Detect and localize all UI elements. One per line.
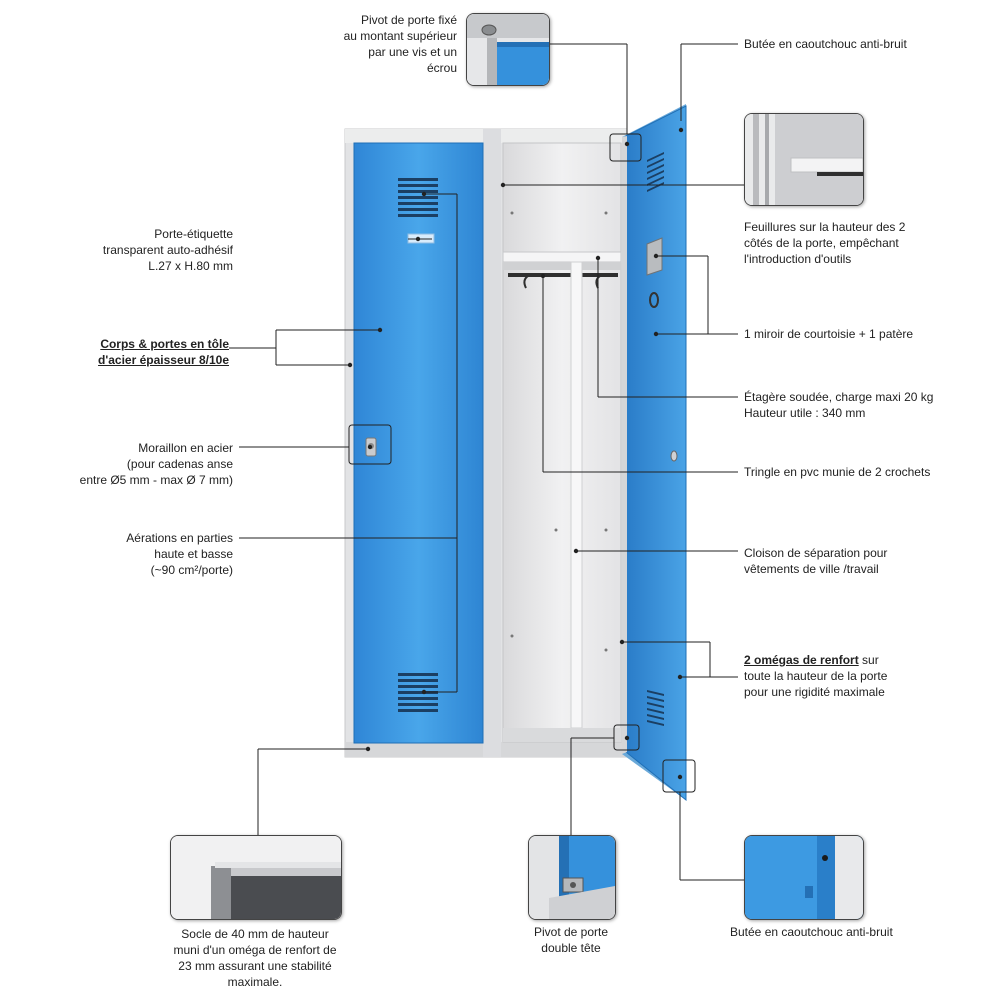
label-corps: Corps & portes en tôle d'acier épaisseur… [60,336,229,368]
feuillures-detail [745,114,863,205]
label-line: Cloison de séparation pour [744,546,888,560]
label-line: 23 mm assurant une stabilité [178,959,332,973]
bottom-vents [398,673,438,712]
label-line: (~90 cm²/porte) [150,563,233,577]
label-moraillon: Moraillon en acier (pour cadenas anse en… [40,440,233,488]
label-line: Porte-étiquette [154,227,233,241]
label-pivot-top: Pivot de porte fixé au montant supérieur… [300,12,457,76]
label-line: pour une rigidité maximale [744,685,885,699]
label-line: au montant supérieur [343,29,457,43]
label-line: transparent auto-adhésif [102,243,233,257]
label-line: Feuillures sur la hauteur des 2 [744,220,906,234]
thumb-pivot-bottom [528,835,616,920]
label-cloison: Cloison de séparation pour vêtements de … [744,545,887,577]
open-door [622,104,687,802]
label-line: maximale. [227,975,283,989]
label-line: double tête [541,941,601,955]
label-line: entre Ø5 mm - max Ø 7 mm) [79,473,233,487]
thumb-pivot-top [466,13,550,86]
label-line: 2 omégas de renfort sur [744,652,887,668]
label-line: par une vis et un [368,45,457,59]
label-line: Hauteur utile : 340 mm [744,406,866,420]
label-line: d'acier épaisseur 8/10e [98,353,229,367]
top-vents [398,178,438,217]
left-door [353,142,484,744]
label-line: Butée en caoutchouc anti-bruit [730,925,893,939]
label-line: l'introduction d'outils [744,252,852,266]
label-line: 1 miroir de courtoisie + 1 patère [744,327,914,341]
thumb-butee-bottom [744,835,864,920]
open-compartment [502,142,622,743]
label-porte-etiquette: Porte-étiquette transparent auto-adhésif… [60,226,233,274]
label-line: Socle de 40 mm de hauteur [181,927,329,941]
label-line: vêtements de ville /travail [744,562,879,576]
label-line: Étagère soudée, charge maxi 20 kg [744,390,934,404]
label-line: Aérations en parties [126,531,233,545]
label-line: L.27 x H.80 mm [148,259,233,273]
label-line: Pivot de porte fixé [360,13,457,27]
label-line: écrou [426,61,457,75]
label-omegas: 2 omégas de renfort sur toute la hauteur… [744,652,887,700]
pivot-bottom-detail [529,836,615,919]
label-omegas-suffix: sur [858,653,879,667]
label-line: (pour cadenas anse [126,457,233,471]
label-line: Corps & portes en tôle [100,337,229,351]
label-feuillures: Feuillures sur la hauteur des 2 côtés de… [744,219,905,267]
pivot-top-detail [467,14,549,85]
label-line: Butée en caoutchouc anti-bruit [744,37,907,51]
label-miroir: 1 miroir de courtoisie + 1 patère [744,326,913,342]
thumb-socle [170,835,342,920]
label-socle: Socle de 40 mm de hauteur muni d'un omég… [160,926,350,990]
label-etagere: Étagère soudée, charge maxi 20 kg Hauteu… [744,389,933,421]
label-omegas-bold: 2 omégas de renfort [744,653,859,667]
label-tringle: Tringle en pvc munie de 2 crochets [744,464,930,480]
label-line: Tringle en pvc munie de 2 crochets [744,465,931,479]
label-line: toute la hauteur de la porte [744,669,888,683]
label-aerations: Aérations en parties haute et basse (~90… [60,530,233,578]
label-butee-bottom: Butée en caoutchouc anti-bruit [730,924,893,940]
socle-detail [171,836,341,919]
label-line: muni d'un oméga de renfort de [173,943,337,957]
label-line: Pivot de porte [533,925,609,939]
butee-bottom-detail [745,836,863,919]
thumb-feuillures [744,113,864,206]
label-line: haute et basse [154,547,233,561]
label-line: côtés de la porte, empêchant [744,236,899,250]
label-pivot-bottom: Pivot de porte double tête [510,924,632,956]
label-butee-top: Butée en caoutchouc anti-bruit [744,36,907,52]
label-line: Moraillon en acier [138,441,233,455]
